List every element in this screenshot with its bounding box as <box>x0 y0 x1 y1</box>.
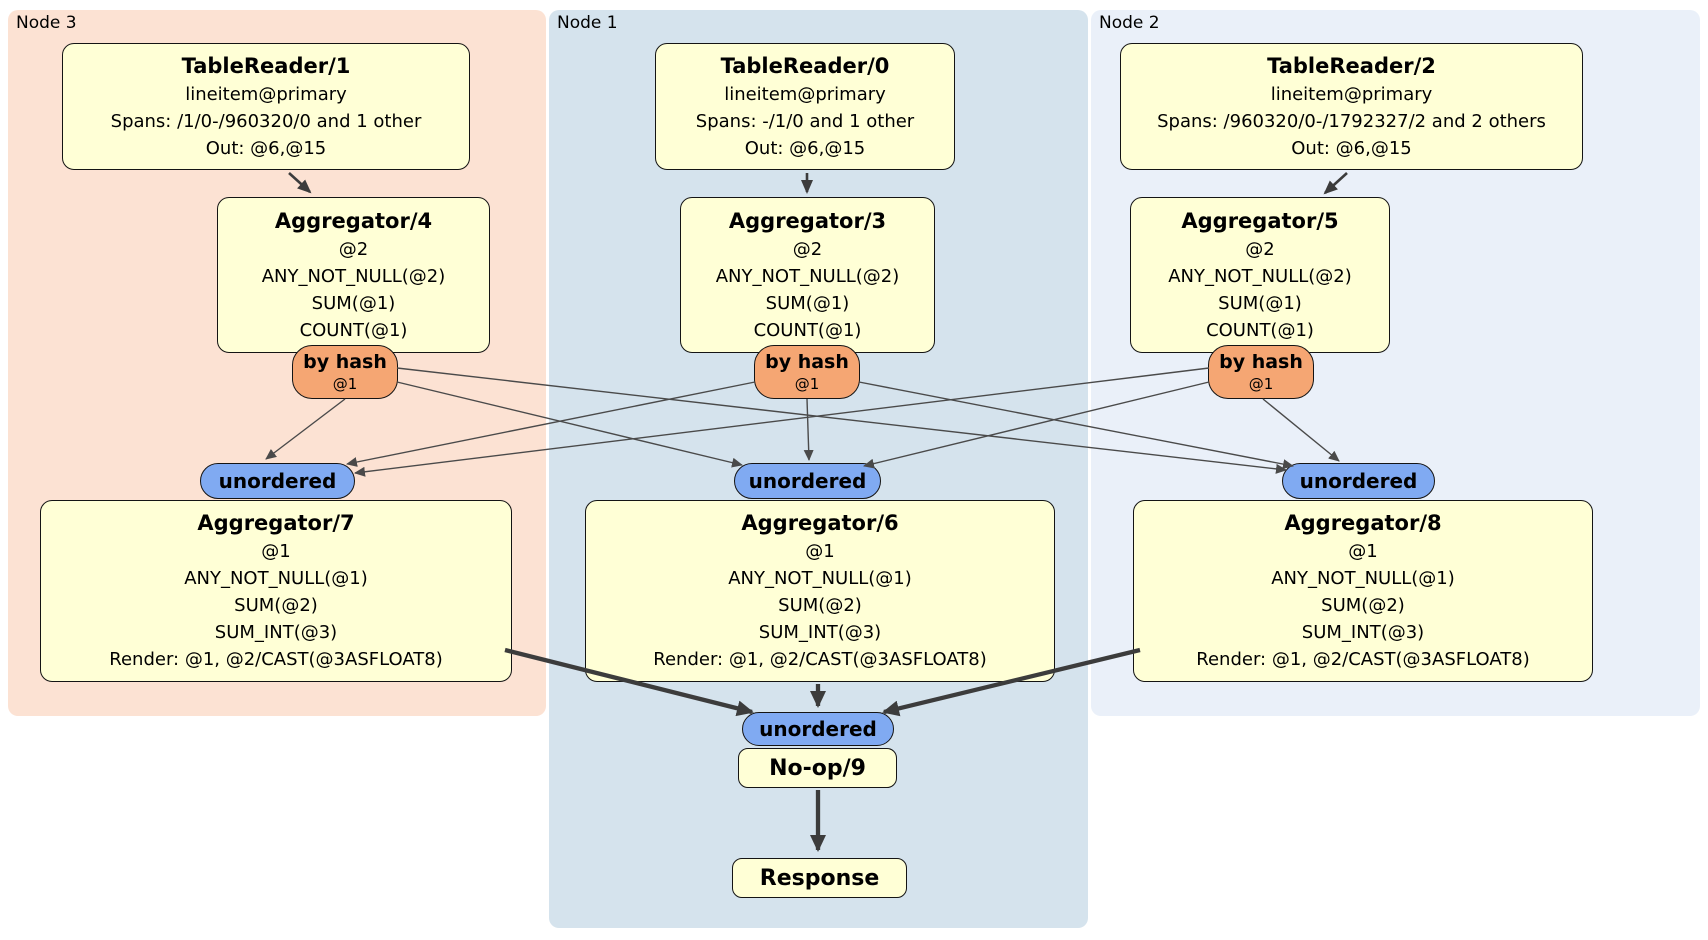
node2-aggregator-bottom-line: SUM_INT(@3) <box>1301 622 1425 643</box>
node3-aggregator-bottom-box: Aggregator/7 @1 ANY_NOT_NULL(@1) SUM(@2)… <box>40 500 512 682</box>
node3-aggregator-bottom-title: Aggregator/7 <box>197 511 355 535</box>
node1-aggregator-bottom-render: Render: @1, @2/CAST(@3ASFLOAT8) <box>653 649 987 670</box>
node2-tablereader-out: Out: @6,@15 <box>1291 137 1412 159</box>
node2-aggregator-top-box: Aggregator/5 @2 ANY_NOT_NULL(@2) SUM(@1)… <box>1130 197 1390 353</box>
node2-aggregator-bottom-line: SUM(@2) <box>1321 595 1405 616</box>
node2-aggregator-top-line: COUNT(@1) <box>1206 319 1314 341</box>
noop-box: No-op/9 <box>738 748 897 788</box>
node2-aggregator-bottom-line: @1 <box>1348 541 1378 562</box>
node2-hash-router-label: by hash <box>1219 351 1303 373</box>
node2-hash-router-arg: @1 <box>1248 375 1274 393</box>
node3-aggregator-bottom-line: SUM(@2) <box>234 595 318 616</box>
node2-aggregator-top-line: @2 <box>1245 238 1275 260</box>
node1-aggregator-top-line: COUNT(@1) <box>753 319 862 341</box>
node3-aggregator-top-title: Aggregator/4 <box>274 208 433 233</box>
node2-aggregator-bottom-line: ANY_NOT_NULL(@1) <box>1271 568 1455 589</box>
node1-aggregator-top-line: @2 <box>792 238 823 260</box>
node1-tablereader-box: TableReader/0 lineitem@primary Spans: -/… <box>655 43 955 170</box>
node1-aggregator-top-line: ANY_NOT_NULL(@2) <box>715 265 900 287</box>
node2-tablereader-box: TableReader/2 lineitem@primary Spans: /9… <box>1120 43 1583 170</box>
node3-unordered-label: unordered <box>218 469 337 493</box>
node2-tablereader-index: lineitem@primary <box>1270 83 1433 105</box>
node3-aggregator-top-line: ANY_NOT_NULL(@2) <box>261 265 446 287</box>
final-unordered-pill: unordered <box>742 712 894 746</box>
node1-hash-router-pill: by hash @1 <box>754 345 860 399</box>
noop-title: No-op/9 <box>769 755 866 781</box>
node3-unordered-pill: unordered <box>200 463 355 499</box>
node3-tablereader-spans: Spans: /1/0-/960320/0 and 1 other <box>110 110 422 132</box>
node1-tablereader-out: Out: @6,@15 <box>744 137 866 159</box>
node2-unordered-pill: unordered <box>1282 463 1435 499</box>
node3-label: Node 3 <box>16 13 77 33</box>
node1-unordered-pill: unordered <box>734 463 881 499</box>
node1-aggregator-top-box: Aggregator/3 @2 ANY_NOT_NULL(@2) SUM(@1)… <box>680 197 935 353</box>
node2-tablereader-spans: Spans: /960320/0-/1792327/2 and 2 others <box>1157 110 1546 132</box>
node2-aggregator-bottom-title: Aggregator/8 <box>1284 511 1442 535</box>
node3-tablereader-index: lineitem@primary <box>185 83 347 105</box>
node3-aggregator-bottom-line: ANY_NOT_NULL(@1) <box>184 568 368 589</box>
node1-tablereader-title: TableReader/0 <box>720 53 890 78</box>
node3-aggregator-top-box: Aggregator/4 @2 ANY_NOT_NULL(@2) SUM(@1)… <box>217 197 490 353</box>
node2-aggregator-top-line: ANY_NOT_NULL(@2) <box>1168 265 1352 287</box>
node1-unordered-label: unordered <box>748 469 867 493</box>
node1-hash-router-arg: @1 <box>794 375 820 393</box>
node2-tablereader-title: TableReader/2 <box>1267 53 1436 78</box>
final-unordered-label: unordered <box>759 717 877 741</box>
node1-aggregator-bottom-title: Aggregator/6 <box>741 511 899 535</box>
node3-aggregator-top-line: SUM(@1) <box>311 292 396 314</box>
node2-aggregator-bottom-render: Render: @1, @2/CAST(@3ASFLOAT8) <box>1196 649 1530 670</box>
node1-hash-router-label: by hash <box>765 351 849 373</box>
node1-aggregator-top-line: SUM(@1) <box>765 292 850 314</box>
node3-aggregator-bottom-render: Render: @1, @2/CAST(@3ASFLOAT8) <box>109 649 443 670</box>
node1-tablereader-spans: Spans: -/1/0 and 1 other <box>695 110 915 132</box>
node3-aggregator-top-line: COUNT(@1) <box>299 319 408 341</box>
response-box: Response <box>732 858 907 898</box>
node1-aggregator-bottom-line: ANY_NOT_NULL(@1) <box>728 568 912 589</box>
node3-aggregator-top-line: @2 <box>338 238 369 260</box>
node2-hash-router-pill: by hash @1 <box>1208 345 1314 399</box>
node1-aggregator-bottom-box: Aggregator/6 @1 ANY_NOT_NULL(@1) SUM(@2)… <box>585 500 1055 682</box>
node1-aggregator-top-title: Aggregator/3 <box>728 208 887 233</box>
node3-aggregator-bottom-line: @1 <box>261 541 291 562</box>
node2-aggregator-top-title: Aggregator/5 <box>1181 208 1339 233</box>
node3-tablereader-title: TableReader/1 <box>181 53 351 78</box>
node1-label: Node 1 <box>557 13 618 33</box>
node3-hash-router-arg: @1 <box>332 375 358 393</box>
node1-tablereader-index: lineitem@primary <box>724 83 886 105</box>
node2-aggregator-top-line: SUM(@1) <box>1218 292 1302 314</box>
node1-aggregator-bottom-line: SUM_INT(@3) <box>758 622 882 643</box>
node3-hash-router-label: by hash <box>303 351 387 373</box>
node2-unordered-label: unordered <box>1299 469 1418 493</box>
node3-aggregator-bottom-line: SUM_INT(@3) <box>214 622 338 643</box>
node3-hash-router-pill: by hash @1 <box>292 345 398 399</box>
response-title: Response <box>759 865 880 891</box>
node2-label: Node 2 <box>1099 13 1160 33</box>
node2-aggregator-bottom-box: Aggregator/8 @1 ANY_NOT_NULL(@1) SUM(@2)… <box>1133 500 1593 682</box>
node3-tablereader-out: Out: @6,@15 <box>205 137 327 159</box>
node1-aggregator-bottom-line: @1 <box>805 541 835 562</box>
node3-tablereader-box: TableReader/1 lineitem@primary Spans: /1… <box>62 43 470 170</box>
node1-aggregator-bottom-line: SUM(@2) <box>778 595 862 616</box>
